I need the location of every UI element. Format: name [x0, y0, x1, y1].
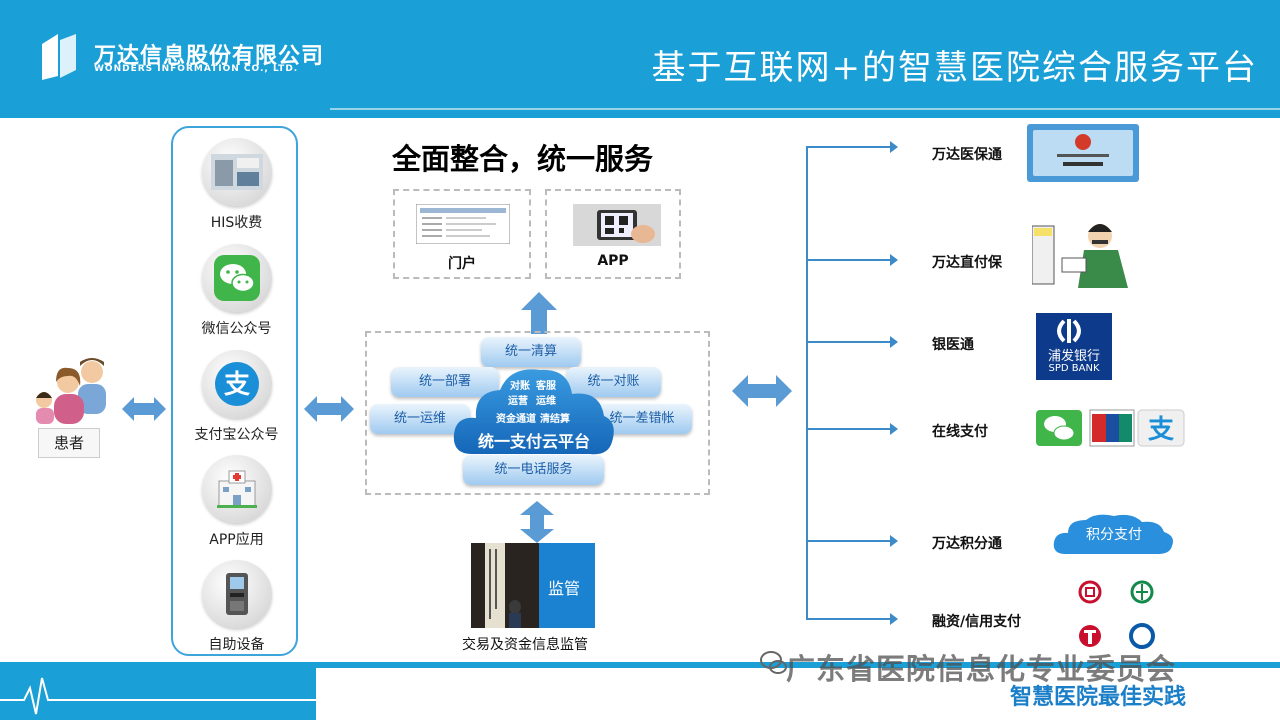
spd-bank-name-cn: 浦发银行 — [1047, 349, 1100, 364]
watermark-practice: 智慧医院最佳实践 — [1010, 685, 1187, 710]
branch-yinyitong — [806, 336, 898, 348]
center-title: 全面整合，统一服务 — [392, 142, 654, 176]
cloud-platform-icon — [453, 369, 614, 455]
page-title: 基于互联网+的智慧医院综合服务平台 — [651, 48, 1258, 88]
channel-kiosk[interactable]: 自助设备 — [173, 560, 300, 654]
pill-reconcile[interactable]: 统一对账 — [566, 367, 661, 397]
branch-points — [806, 535, 898, 547]
spd-bank-logo-icon — [1036, 313, 1112, 380]
cloud-item-reconcile: 对账 — [510, 381, 530, 392]
branch-zhifubao — [806, 254, 898, 266]
channel-panel: HIS收费 微信公众号 支 支付宝公众号 APP应用 自助设备 — [171, 126, 298, 656]
hospital-app-icon — [201, 455, 272, 523]
regulation-tag — [539, 543, 595, 628]
pill-deploy[interactable]: 统一部署 — [391, 367, 499, 397]
channel-his[interactable]: HIS收费 — [173, 138, 300, 232]
portal-screenshot-icon — [416, 204, 510, 244]
pill-clearing[interactable]: 统一清算 — [481, 337, 581, 367]
service-online-pay[interactable]: 在线支付 — [932, 424, 988, 440]
branch-online-pay — [806, 423, 898, 435]
app-box[interactable]: APP — [545, 189, 681, 279]
service-yibaotong[interactable]: 万达医保通 — [932, 147, 1002, 163]
kiosk-icon — [201, 560, 272, 628]
insurance-clerk-icon — [1032, 224, 1128, 288]
header-bar — [0, 0, 1280, 118]
channel-wechat-label: 微信公众号 — [201, 321, 272, 337]
channel-app[interactable]: APP应用 — [173, 455, 300, 549]
channel-alipay[interactable]: 支 支付宝公众号 — [173, 350, 300, 444]
cloud-item-operation: 运营 — [508, 396, 528, 407]
his-terminal-icon — [201, 138, 272, 206]
service-points[interactable]: 万达积分通 — [932, 536, 1002, 552]
watermark-committee: 广东省医院信息化专业委员会 — [786, 652, 1177, 686]
cloud-item-service: 客服 — [536, 381, 556, 392]
points-pay-cloud-icon — [1053, 514, 1173, 554]
portal-box[interactable]: 门户 — [393, 189, 531, 279]
patient-channel-arrow-icon — [122, 397, 166, 421]
app-label: APP — [597, 253, 629, 269]
payment-logos-icon: 支 — [1036, 409, 1185, 447]
header-divider — [330, 108, 1280, 110]
platform-box — [365, 331, 710, 495]
footer-left-block — [0, 668, 316, 720]
cloud-title: 统一支付云平台 — [478, 432, 591, 451]
wechat-icon — [201, 244, 272, 312]
svg-text:支: 支 — [1148, 415, 1174, 445]
channel-alipay-label: 支付宝公众号 — [194, 427, 279, 443]
service-zhifubao[interactable]: 万达直付保 — [932, 255, 1002, 271]
bank-logos-icon — [1078, 580, 1155, 649]
channel-app-label: APP应用 — [209, 532, 264, 548]
footer-bar — [0, 662, 1280, 668]
branch-yibaotong — [806, 141, 898, 153]
regulation-label: 监管 — [548, 579, 581, 598]
svg-text:支: 支 — [223, 370, 249, 400]
branch-credit — [806, 613, 898, 625]
cloud-item-maintenance: 运维 — [536, 396, 556, 407]
social-security-card-icon — [1027, 124, 1139, 182]
app-qr-scan-icon — [573, 204, 661, 246]
cloud-item-channel: 资金通道 — [496, 414, 536, 425]
service-yinyitong[interactable]: 银医通 — [932, 337, 974, 353]
wonders-logo-icon — [42, 34, 76, 80]
service-tree-trunk — [806, 146, 808, 620]
channel-wechat[interactable]: 微信公众号 — [173, 244, 300, 338]
pill-ops[interactable]: 统一运维 — [370, 404, 470, 434]
platform-services-arrow-icon — [732, 375, 792, 407]
spd-bank-name-en: SPD BANK — [1048, 363, 1100, 374]
patient-family-icon — [36, 358, 106, 424]
company-name: 万达信息股份有限公司 — [94, 44, 325, 69]
pill-phone[interactable]: 统一电话服务 — [463, 455, 604, 485]
cloud-item-settlement: 清结算 — [540, 414, 570, 425]
platform-regulation-arrow-icon — [520, 501, 554, 543]
heartbeat-icon — [0, 677, 316, 715]
patient-label: 患者 — [38, 428, 100, 458]
platform-up-arrow-icon — [521, 292, 557, 334]
service-credit[interactable]: 融资/信用支付 — [932, 614, 1022, 630]
points-pay-label: 积分支付 — [1086, 527, 1142, 543]
channel-kiosk-label: 自助设备 — [208, 637, 265, 653]
channel-his-label: HIS收费 — [210, 215, 263, 231]
wechat-watermark-icon — [760, 651, 787, 674]
company-name-en: WONDERS INFORMATION CO., LTD. — [94, 64, 299, 74]
alipay-icon: 支 — [201, 350, 272, 418]
portal-label: 门户 — [448, 256, 476, 272]
regulation-caption: 交易及资金信息监管 — [462, 637, 588, 653]
channel-platform-arrow-icon — [304, 396, 354, 422]
